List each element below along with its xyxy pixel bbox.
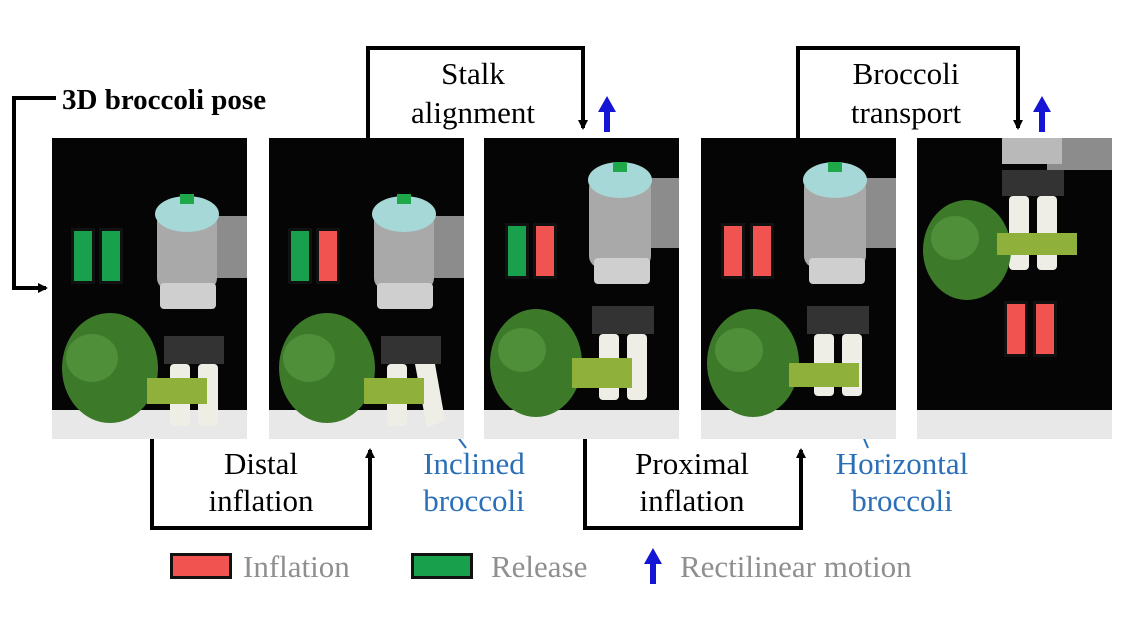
distal-inflation-label: Distal inflation [196, 445, 326, 519]
photo-panel-2 [269, 138, 464, 439]
proximal-inflation-connector [583, 439, 806, 530]
distal-inflation-line1: Distal [223, 446, 299, 481]
horizontal-line1: Horizontal [835, 446, 969, 481]
robot-gripper-photo [701, 138, 896, 439]
horizontal-line2: broccoli [851, 483, 953, 518]
diagram-title: 3D broccoli pose [62, 84, 267, 116]
stalk-alignment-label-2: alignment [393, 94, 553, 131]
distal-inflation-connector [150, 439, 375, 530]
legend-rectilinear-label: Rectilinear motion [680, 549, 912, 584]
broccoli-transport-label: Broccoli [836, 55, 976, 92]
chamber-right-indicator [99, 228, 123, 284]
broccoli-transport-label-2: transport [826, 94, 986, 131]
stalk-alignment-label: Stalk [413, 55, 533, 92]
motion-arrow-icon [1033, 96, 1051, 132]
robot-gripper-photo [484, 138, 679, 439]
legend-release-label: Release [491, 549, 588, 584]
photo-panel-1 [52, 138, 247, 439]
chamber-right-indicator [533, 223, 557, 279]
photo-panel-3 [484, 138, 679, 439]
distal-inflation-line2: inflation [208, 483, 314, 518]
pose-connector [12, 96, 56, 293]
inclined-broccoli-label: Inclined broccoli [404, 445, 544, 519]
stalk-alignment-line1: Stalk [441, 56, 505, 91]
photo-panel-5 [917, 138, 1112, 439]
robot-gripper-photo [269, 138, 464, 439]
broccoli-transport-line1: Broccoli [852, 56, 960, 91]
proximal-inflation-line1: Proximal [635, 446, 749, 481]
stalk-alignment-line2: alignment [411, 95, 535, 130]
proximal-inflation-line2: inflation [639, 483, 745, 518]
broccoli-transport-connector [796, 46, 1023, 138]
legend-inflation-label: Inflation [243, 549, 350, 584]
chamber-left-indicator [71, 228, 95, 284]
inclined-line2: broccoli [423, 483, 525, 518]
broccoli-transport-line2: transport [850, 95, 962, 130]
proximal-inflation-label: Proximal inflation [618, 445, 766, 519]
robot-gripper-photo [917, 138, 1112, 439]
chamber-left-indicator [505, 223, 529, 279]
chamber-right-indicator [1033, 301, 1057, 357]
legend-release-swatch [411, 553, 473, 579]
horizontal-broccoli-label: Horizontal broccoli [822, 445, 982, 519]
legend-inflation-swatch [170, 553, 232, 579]
chamber-left-indicator [1004, 301, 1028, 357]
chamber-left-indicator [721, 223, 745, 279]
chamber-right-indicator [750, 223, 774, 279]
robot-gripper-photo [52, 138, 247, 439]
inclined-line1: Inclined [423, 446, 525, 481]
chamber-left-indicator [288, 228, 312, 284]
stalk-alignment-connector [366, 46, 588, 138]
motion-arrow-icon [598, 96, 616, 132]
rectilinear-arrow-icon [644, 548, 662, 584]
chamber-right-indicator [316, 228, 340, 284]
photo-panel-4 [701, 138, 896, 439]
